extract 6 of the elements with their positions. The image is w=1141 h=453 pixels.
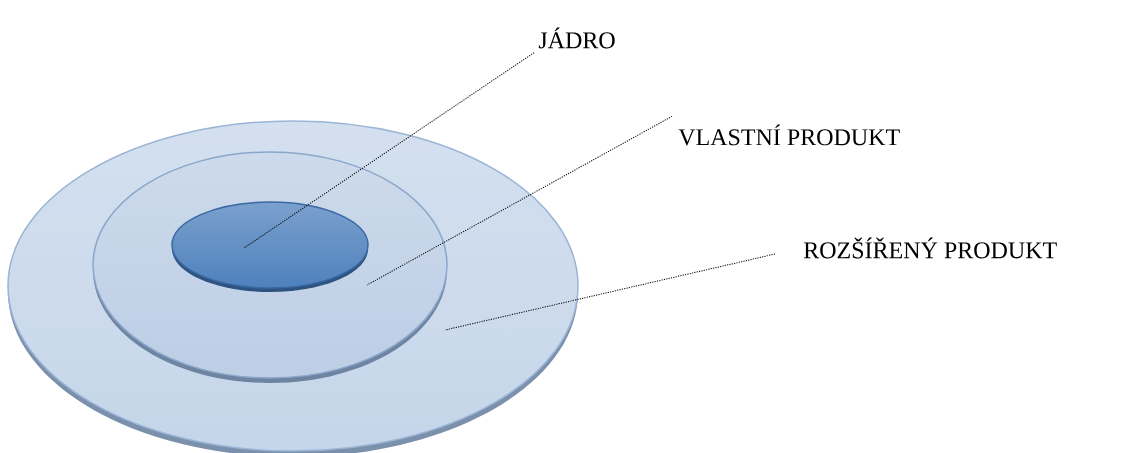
label-text: JÁDRO: [538, 27, 615, 49]
leader-line: [444, 253, 776, 331]
label-text: VLASTNÍ PRODUKT: [678, 124, 900, 146]
leader-line: [366, 115, 673, 286]
label-text: ROZŠÍŘENÝ PRODUKT: [803, 237, 1057, 259]
leader-line: [243, 52, 535, 249]
